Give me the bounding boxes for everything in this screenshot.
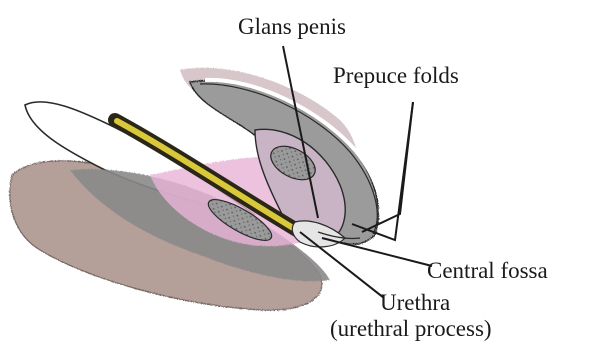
label-glans-penis: Glans penis	[238, 14, 346, 40]
label-urethral-process: (urethral process)	[330, 316, 492, 342]
label-urethra: Urethra	[380, 290, 450, 316]
label-prepuce-folds: Prepuce folds	[333, 63, 459, 89]
label-central-fossa: Central fossa	[427, 258, 548, 284]
